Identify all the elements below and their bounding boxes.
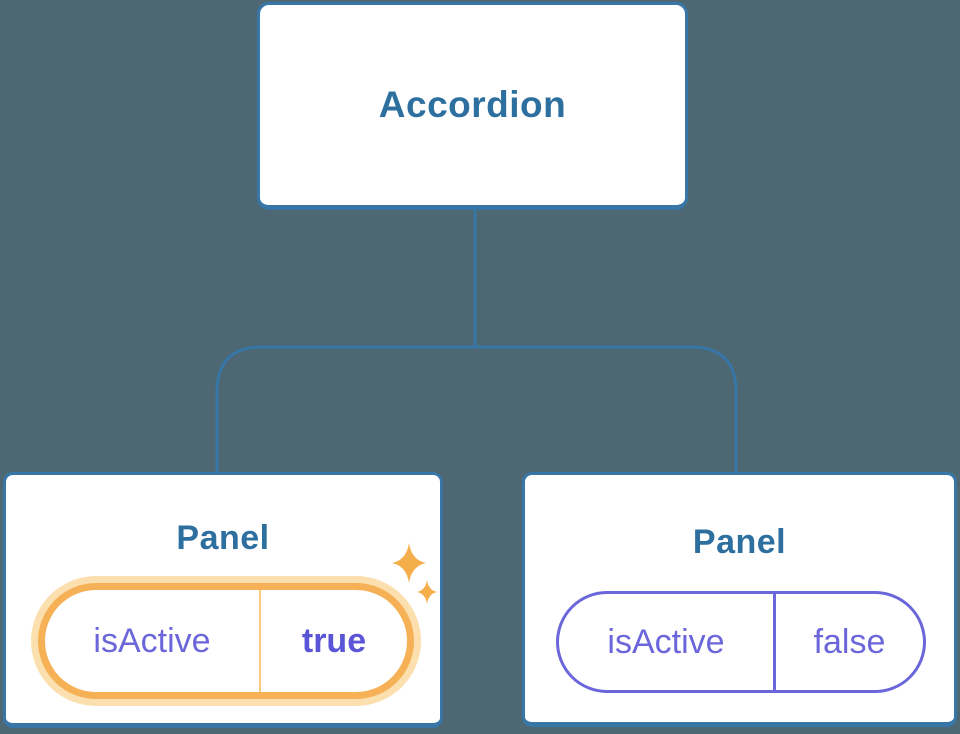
state-value-label: false <box>773 594 923 690</box>
state-pill-inactive: isActive false <box>556 591 926 693</box>
panel-label: Panel <box>176 519 270 557</box>
state-value-label: true <box>259 590 407 692</box>
panel-node-inactive: Panel isActive false <box>522 472 957 727</box>
sparkles-icon <box>392 543 437 604</box>
state-key-label: isActive <box>93 621 211 660</box>
panel-node-active: Panel isActive true <box>3 472 443 728</box>
accordion-label: Accordion <box>378 84 567 125</box>
connector-branch <box>215 345 738 474</box>
panel-label: Panel <box>692 523 787 561</box>
accordion-node: Accordion <box>257 2 688 210</box>
state-pill-active: isActive true <box>38 583 414 699</box>
state-key-label: isActive <box>607 622 725 661</box>
